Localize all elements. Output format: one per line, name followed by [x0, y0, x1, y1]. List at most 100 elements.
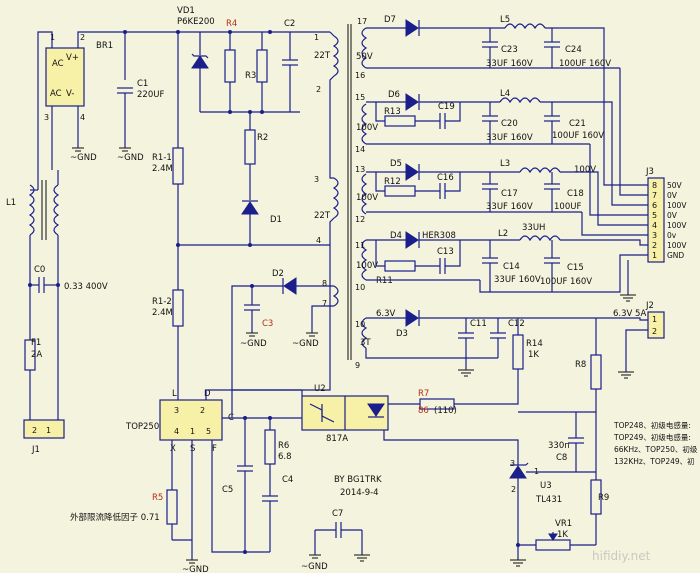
c1-value: 220UF — [137, 90, 164, 100]
ground-br1: ~GND — [70, 147, 97, 163]
capacitor-c1: C1 220UF — [117, 79, 164, 148]
j3-label-8: 50V — [667, 181, 683, 190]
capacitor-c19: C19 — [438, 102, 455, 129]
capacitor-c23: C23 33UF 160V — [482, 28, 533, 69]
r5-note: 外部限流降低因子 0.71 — [70, 512, 160, 523]
r14-ref: R14 — [526, 339, 543, 349]
c1-ref: C1 — [137, 79, 148, 89]
bridge-rectifier-br1: AC V+ V- AC BR1 1 2 3 4 — [44, 33, 113, 122]
top250-pin3: 3 — [174, 406, 179, 415]
top-note-3: 66KHz、TOP250、初级 — [614, 444, 698, 454]
l4-ref: L4 — [500, 89, 510, 99]
c12-ref: C12 — [508, 319, 525, 329]
resistor-r9: R9 — [590, 412, 609, 545]
r2-ref: R2 — [257, 133, 268, 143]
c3-ref: C3 — [262, 319, 273, 329]
d1-ref: D1 — [270, 215, 282, 225]
resistor-r14: R14 1K — [512, 318, 543, 398]
tx-6v3: 6.3V — [376, 309, 396, 319]
top-note-2: TOP249、初级电感量: — [613, 432, 691, 442]
tx-3t: 3T — [360, 338, 371, 348]
resistor-r8: R8 — [575, 318, 602, 412]
ground-j2 — [618, 371, 634, 379]
gnd-label-2: ~GND — [117, 153, 144, 163]
r6-ref: R6 — [278, 441, 289, 451]
u2-ref: U2 — [314, 384, 326, 394]
j3-label-4: 100V — [667, 221, 687, 230]
secondary-100v-b: 13 100V 12 — [355, 165, 378, 224]
br1-vplus-label: V+ — [66, 53, 79, 63]
top250-pin5: 5 — [206, 427, 211, 436]
capacitor-c2: C2 — [282, 19, 298, 112]
capacitor-c20: C20 33UF 160V — [482, 102, 533, 144]
r6-value: 6.8 — [278, 452, 292, 462]
c0-ref: C0 — [34, 265, 45, 275]
tx-22t-2: 22T — [314, 211, 331, 221]
gnd-label-1: ~GND — [70, 153, 97, 163]
j2-rating: 6.3V 5A — [613, 309, 646, 319]
choke-l1: L1 — [6, 180, 60, 240]
c8-ref: C8 — [556, 453, 567, 463]
c24-ref: C24 — [565, 45, 582, 55]
j2-pin1: 1 — [652, 315, 657, 324]
c24-value: 100UF 160V — [559, 59, 611, 69]
r7-value: 86 — [418, 406, 429, 416]
j3-pin5: 5 — [652, 211, 657, 220]
secondary-50v: 17 50V 16 — [355, 17, 373, 80]
c14-value: 33UF 160V — [494, 275, 541, 285]
capacitor-c17: C17 33UF 160V — [482, 172, 533, 212]
tx-100v-b: 100V — [356, 193, 378, 203]
d4-ref: D4 — [390, 231, 402, 241]
tx-pin9: 9 — [355, 361, 360, 370]
d2-ref: D2 — [272, 269, 284, 279]
capacitor-c14: C14 33UF 160V — [482, 240, 541, 292]
j2-ref: J2 — [645, 301, 654, 311]
j1-ref: J1 — [31, 445, 40, 455]
top250-ref: TOP250 — [125, 422, 159, 432]
transformer-primary: 1 22T 2 3 22T 4 — [314, 33, 339, 245]
d5-ref: D5 — [390, 159, 402, 169]
c15-value: 100UF 160V — [540, 277, 592, 287]
r4-ref: R4 — [226, 19, 237, 29]
top250-ic: 3 2 4 1 5 L D X S F C TOP250 — [125, 389, 234, 454]
r1-2-ref: R1-2 — [152, 297, 172, 307]
diode-d7: D7 — [384, 15, 420, 37]
capacitor-c7: C7 — [315, 509, 362, 538]
resistor-r11: R11 — [376, 260, 416, 286]
c17-value: 33UF 160V — [486, 202, 533, 212]
d3-ref: D3 — [396, 329, 408, 339]
capacitor-c16: C16 — [437, 173, 454, 199]
author-note: BY BG1TRK — [334, 475, 382, 485]
top250-pin2: 2 — [200, 406, 205, 415]
vd1-value: P6KE200 — [177, 17, 215, 27]
diode-d3: D3 — [396, 309, 420, 339]
l3-ref: L3 — [500, 159, 510, 169]
resistor-r12: R12 — [384, 177, 416, 197]
j3-pin2: 2 — [652, 241, 657, 250]
resistor-r2: R2 — [244, 112, 268, 200]
c21-value: 100UF 160V — [552, 131, 604, 141]
f1-ref: F1 — [31, 338, 41, 348]
secondary-6v3: 6.3V 10 3T 9 — [355, 309, 396, 370]
c17-ref: C17 — [501, 189, 518, 199]
r11-ref: R11 — [376, 276, 393, 286]
f1-value: 2A — [31, 350, 42, 360]
top250-l-label: L — [172, 389, 177, 399]
capacitor-c4: C4 — [262, 475, 293, 552]
j3-label-5: 0V — [667, 211, 678, 220]
u3-pin2: 2 — [511, 485, 516, 494]
d6-ref: D6 — [388, 90, 400, 100]
u3-part: TL431 — [535, 495, 562, 505]
top250-x-label: X — [170, 444, 176, 454]
ground-6v3 — [458, 369, 474, 377]
capacitor-c21: C21 100UF 160V — [544, 102, 604, 144]
ground-aux: ~GND — [292, 332, 319, 349]
tx-pin10-b: 10 — [355, 320, 365, 329]
c23-value: 33UF 160V — [486, 59, 533, 69]
c18-value: 100UF — [554, 202, 581, 212]
capacitor-c15: C15 100UF 160V — [540, 240, 592, 292]
j1-pin2: 2 — [32, 426, 37, 435]
r14-value: 1K — [528, 350, 539, 360]
capacitor-c24: C24 100UF 160V — [544, 28, 611, 69]
j3-ref: J3 — [645, 167, 654, 177]
